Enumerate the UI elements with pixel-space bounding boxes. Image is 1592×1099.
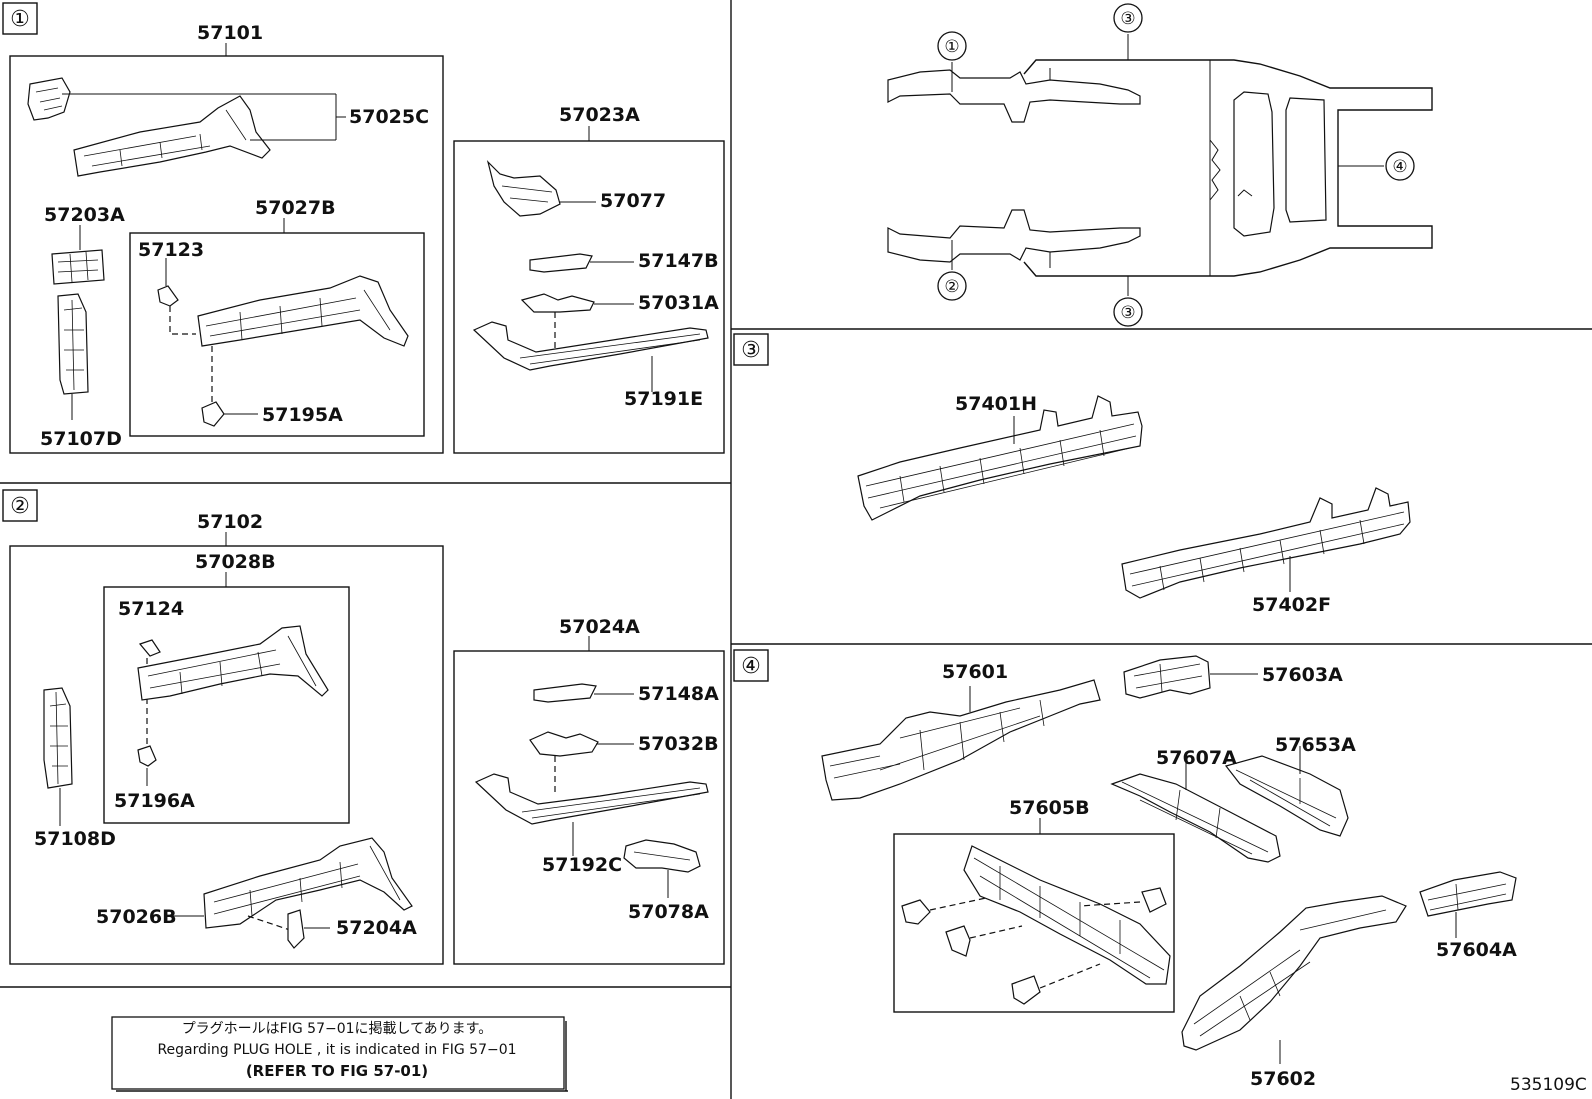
part-57107D-shape [57, 293, 89, 420]
section-tag-4-text: ④ [741, 654, 761, 679]
label-57147B: 57147B [638, 250, 719, 272]
note-ref: (REFER TO FIG 57-01) [246, 1062, 428, 1080]
part-57028B-shape [137, 625, 329, 701]
note-jp: プラグホールはFIG 57−01に掲載してあります。 [182, 1021, 493, 1037]
section-tag-1: ① [2, 2, 38, 35]
part-57148A-shape [533, 683, 634, 703]
part-57653A-shape [1224, 746, 1349, 837]
label-57025C: 57025C [349, 106, 429, 128]
label-57196A: 57196A [114, 790, 195, 812]
figure-code: 535109C [1510, 1075, 1587, 1095]
part-57401H-shape [857, 395, 1143, 521]
marker-2: ② [944, 277, 959, 297]
part-57027B-shape [197, 275, 409, 402]
part-57078A-shape [623, 839, 701, 898]
part-57032B-shape [529, 731, 634, 792]
section-tag-2-text: ② [10, 494, 30, 519]
part-57108D-shape [43, 687, 73, 826]
part-57604A-shape [1419, 871, 1517, 938]
label-57027B: 57027B [255, 197, 336, 219]
label-57601: 57601 [942, 661, 1008, 683]
part-57031A-shape [520, 293, 634, 348]
label-57148A: 57148A [638, 683, 719, 705]
label-57123: 57123 [138, 239, 204, 261]
part-57601-shape [821, 679, 1101, 801]
label-57203A: 57203A [44, 204, 125, 226]
section-2-boxes [9, 532, 725, 965]
label-57401H: 57401H [955, 393, 1037, 415]
label-57031A: 57031A [638, 292, 719, 314]
label-57078A: 57078A [628, 901, 709, 923]
marker-4: ④ [1392, 157, 1407, 177]
part-57402F-shape [1121, 487, 1411, 599]
part-57196A-shape [137, 745, 157, 786]
part-57602-shape [1181, 895, 1407, 1064]
part-57191E-shape [472, 321, 709, 392]
section-tag-3: ③ [733, 333, 769, 366]
part-57605B-box [893, 818, 1175, 1013]
label-57107D: 57107D [40, 428, 122, 450]
label-57204A: 57204A [336, 917, 417, 939]
label-57026B: 57026B [96, 906, 177, 928]
part-57603A-shape [1123, 655, 1258, 699]
part-57147B-shape [529, 253, 634, 273]
note-box: プラグホールはFIG 57−01に掲載してあります。 Regarding PLU… [111, 1016, 568, 1092]
part-57077-shape [486, 160, 596, 217]
label-57402F: 57402F [1252, 594, 1331, 616]
label-57124: 57124 [118, 598, 184, 620]
part-57123-shape [157, 258, 196, 335]
part-57195A-shape [201, 401, 258, 427]
label-57102: 57102 [197, 511, 263, 533]
label-57024A: 57024A [559, 616, 640, 638]
section-tag-3-text: ③ [741, 338, 761, 363]
label-57602: 57602 [1250, 1068, 1316, 1090]
section-tag-4: ④ [733, 649, 769, 682]
underbody-overview: ① ② ③ ③ ④ [887, 3, 1433, 327]
note-en: Regarding PLUG HOLE , it is indicated in… [157, 1042, 516, 1058]
label-57653A: 57653A [1275, 734, 1356, 756]
label-57028B: 57028B [195, 551, 276, 573]
marker-1: ① [944, 37, 959, 57]
label-57605B: 57605B [1009, 797, 1090, 819]
section-tag-1-text: ① [10, 7, 30, 32]
marker-3-top: ③ [1120, 9, 1135, 29]
label-57192C: 57192C [542, 854, 622, 876]
label-57101: 57101 [197, 22, 263, 44]
part-57025C-shape [27, 77, 346, 177]
label-57032B: 57032B [638, 733, 719, 755]
label-57603A: 57603A [1262, 664, 1343, 686]
marker-3-bottom: ③ [1120, 303, 1135, 323]
part-57192C-shape [474, 773, 709, 856]
label-57195A: 57195A [262, 404, 343, 426]
part-57203A-shape [51, 225, 105, 285]
part-57607A-shape [1110, 760, 1281, 863]
label-57604A: 57604A [1436, 939, 1517, 961]
label-57108D: 57108D [34, 828, 116, 850]
section-tag-2: ② [2, 489, 38, 522]
label-57607A: 57607A [1156, 747, 1237, 769]
section-1-boxes [9, 43, 725, 454]
part-57026B-shape [166, 837, 413, 931]
label-57191E: 57191E [624, 388, 703, 410]
part-labels: 57101 57025C 57203A 57027B 57123 57195A … [34, 22, 1517, 1090]
label-57077: 57077 [600, 190, 666, 212]
label-57023A: 57023A [559, 104, 640, 126]
part-57204A-shape [287, 909, 330, 949]
